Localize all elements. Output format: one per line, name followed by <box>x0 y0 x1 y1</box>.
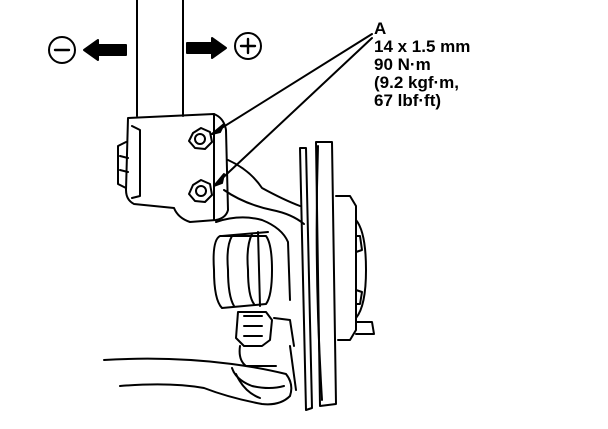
minus-circle-icon <box>48 36 76 64</box>
callout-letter: A <box>374 19 387 38</box>
plus-circle-icon <box>234 32 262 60</box>
strut-bracket <box>117 113 305 225</box>
lower-control-arm <box>103 357 293 406</box>
callout-line-torque-kgfm: (9.2 kgf·m, <box>374 73 460 92</box>
upper-bolt <box>188 127 213 150</box>
strut-tube <box>136 0 184 117</box>
callout-leader-lines <box>211 33 373 187</box>
callout-line-size: 14 x 1.5 mm <box>374 37 471 56</box>
hub-rotor <box>299 141 375 411</box>
right-arrow-icon <box>186 37 227 59</box>
callout-line-torque-nm: 90 N·m <box>374 55 431 74</box>
bushing <box>212 231 273 309</box>
left-arrow-icon <box>83 39 127 61</box>
lower-bolt <box>188 179 213 203</box>
callout-line-torque-lbfft: 67 lbf·ft) <box>374 91 442 110</box>
ball-joint <box>235 311 297 391</box>
callout-A: A 14 x 1.5 mm 90 N·m (9.2 kgf·m, 67 lbf·… <box>374 20 470 110</box>
